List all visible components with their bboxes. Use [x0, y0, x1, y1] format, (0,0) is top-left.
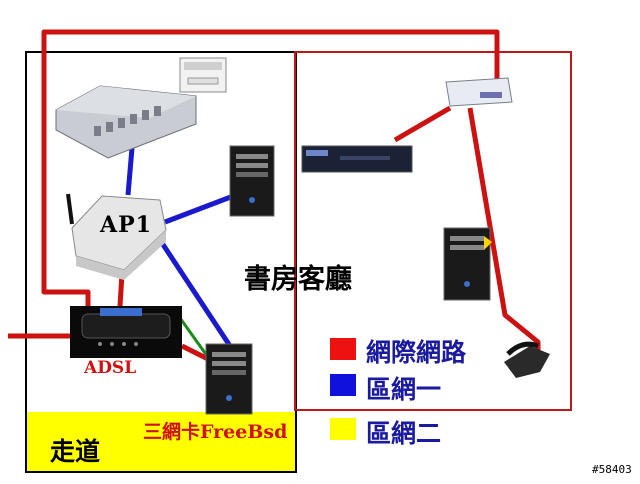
access-point-label: AP1 [100, 212, 152, 238]
legend-swatch-lan1 [330, 374, 356, 396]
image-watermark: #58403 [592, 463, 632, 476]
living-room-label: 客廳 [298, 264, 352, 295]
tower-pc-icon [205, 343, 253, 415]
lan1-cables [125, 147, 239, 357]
rack-device-icon [301, 145, 413, 173]
switch-icon [55, 85, 197, 159]
living-room-border [294, 51, 572, 411]
cable-switch-to-ap [125, 147, 135, 196]
cable-hub-to-rack [393, 105, 452, 143]
corridor-label: 走道 [50, 437, 101, 466]
wireless-router-icon [66, 193, 167, 280]
legend-label-lan2: 區網二 [366, 419, 442, 448]
corridor-area [26, 412, 296, 472]
adsl-modem-icon [70, 306, 182, 358]
legend-swatches [330, 338, 356, 440]
cable-lan2 [178, 317, 212, 361]
cable-ap-to-study-pc [164, 192, 237, 225]
legend-swatch-lan2 [330, 418, 356, 440]
adsl-label: ADSL [84, 358, 137, 378]
tower-pc-icon [229, 145, 275, 217]
cable-hub-to-phone [467, 107, 541, 354]
cable-ap-to-freebsd [157, 238, 239, 357]
legend-label-internet: 網際網路 [366, 338, 467, 367]
study-room-label: 書房 [244, 264, 298, 295]
triple-nic-label: 三網卡FreeBsd [143, 421, 288, 443]
legend-label-lan1: 區網一 [366, 375, 442, 404]
network-hub-icon [445, 77, 513, 107]
printer-icon [179, 57, 227, 93]
tower-pc-icon [443, 227, 492, 301]
cable-modem-to-hub [41, 29, 500, 306]
phone-icon [504, 341, 550, 378]
legend-swatch-internet [330, 338, 356, 360]
internet-cables [8, 29, 541, 365]
